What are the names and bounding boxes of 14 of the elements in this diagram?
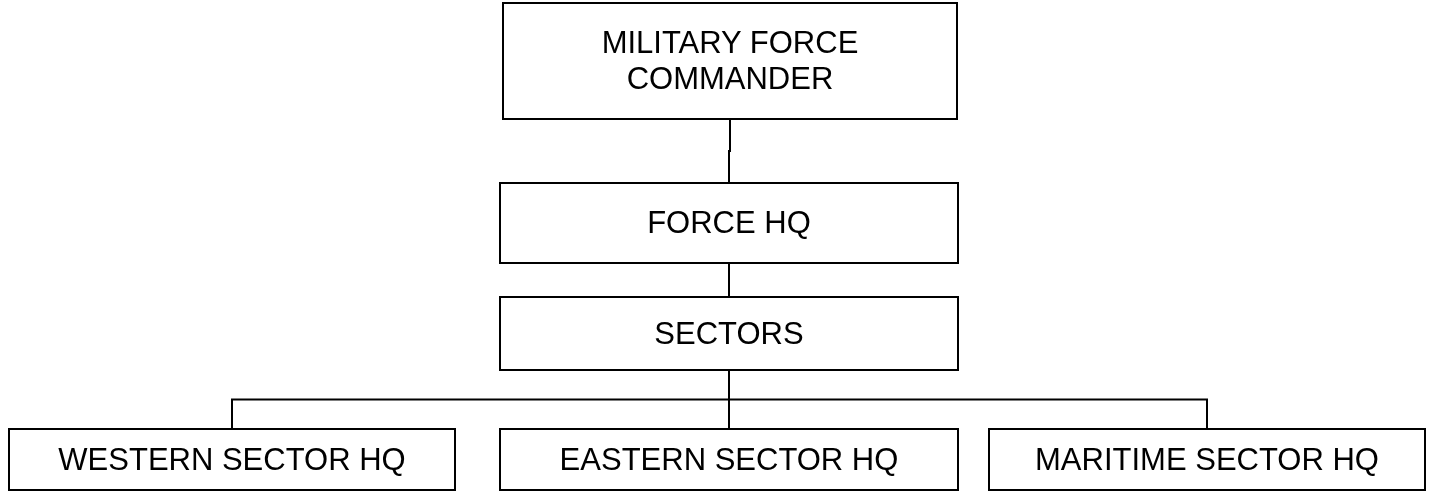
box-label: SECTORS (654, 315, 804, 352)
org-box (502, 2, 958, 120)
org-box (988, 428, 1426, 491)
org-box (8, 428, 456, 491)
org-box (499, 428, 959, 491)
box-label: MILITARY FORCE COMMANDER (600, 25, 860, 97)
box-label: WESTERN SECTOR HQ (58, 441, 406, 478)
connector-line (728, 119, 731, 183)
box-label: FORCE HQ (647, 205, 811, 241)
org-box (499, 296, 959, 371)
box-label: MARITIME SECTOR HQ (1035, 441, 1379, 478)
box-label: EASTERN SECTOR HQ (559, 441, 899, 478)
connector-line (728, 263, 730, 297)
org-box (499, 182, 959, 264)
